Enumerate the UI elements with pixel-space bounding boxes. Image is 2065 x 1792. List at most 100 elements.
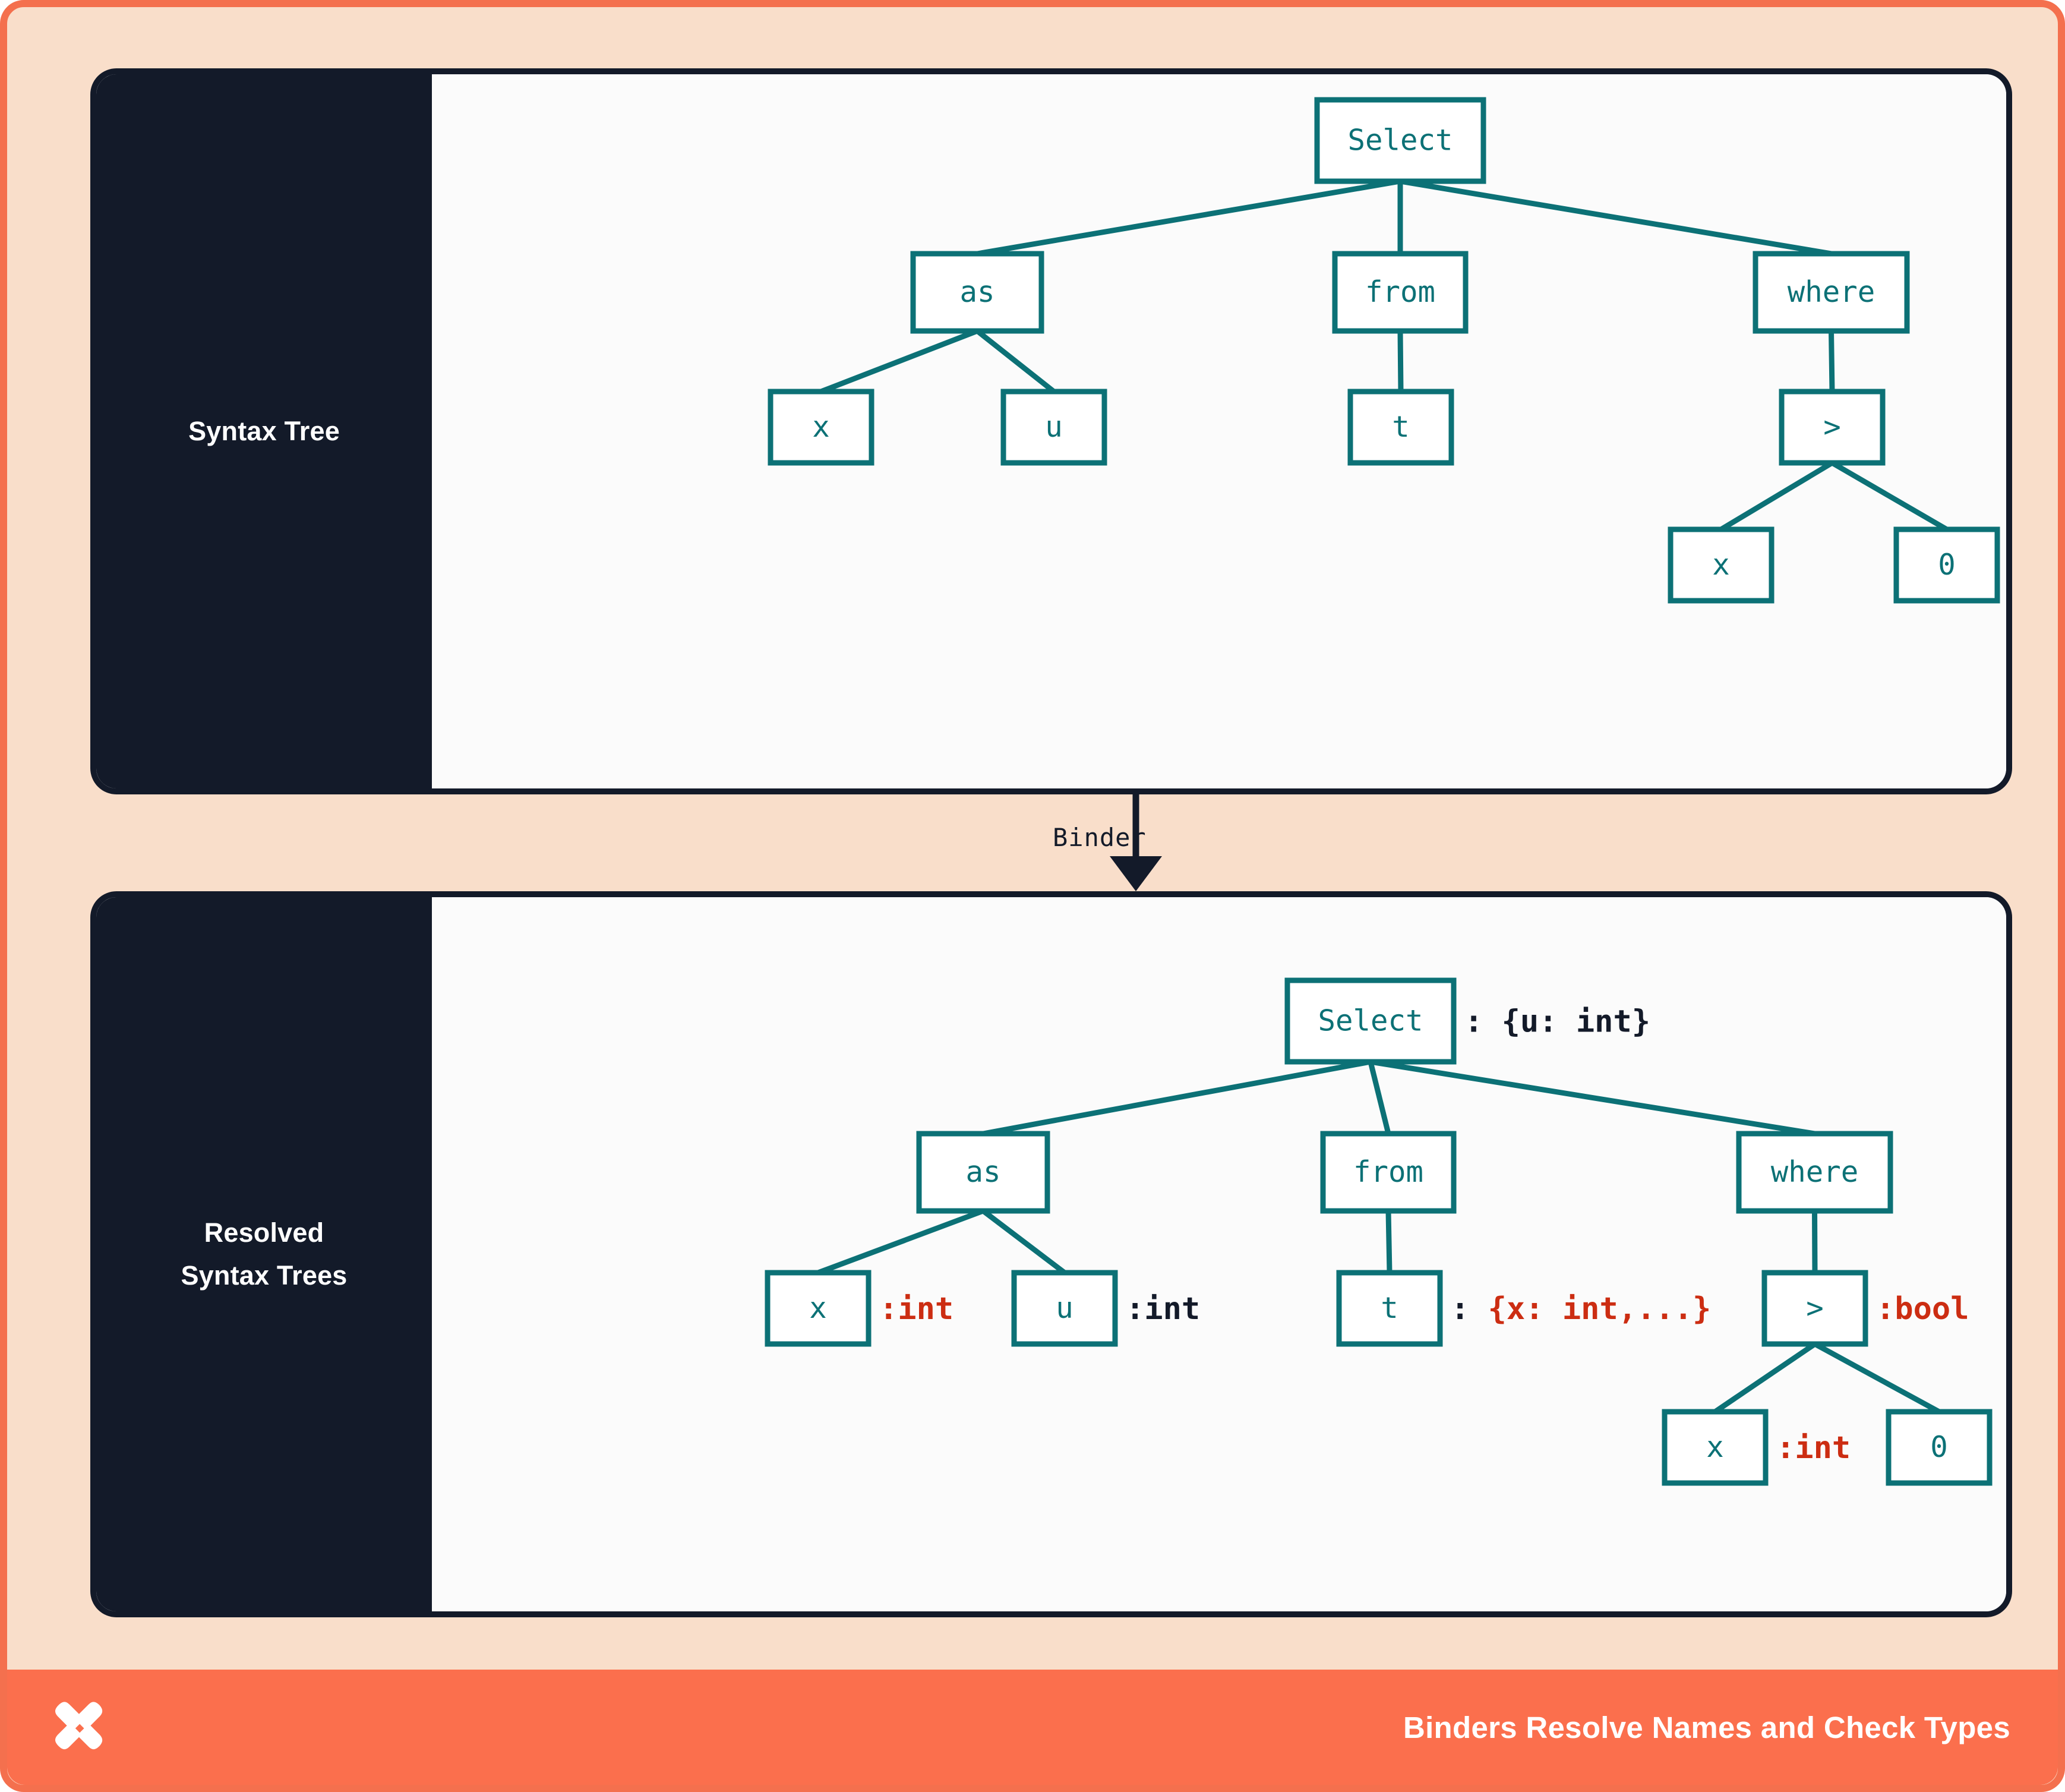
- tree-node[interactable]: x: [768, 389, 874, 466]
- tree-node[interactable]: 0 :int: [1886, 1409, 2012, 1486]
- tree-node[interactable]: u:int: [1011, 1270, 1200, 1347]
- tree-node[interactable]: 0: [1893, 526, 2000, 604]
- tree-edge: [1813, 1342, 1941, 1414]
- tree-node-label: from: [1365, 275, 1435, 309]
- tree-node-label: as: [965, 1155, 1000, 1189]
- tree-node-box: [1662, 1409, 1769, 1486]
- tree-edge: [977, 178, 1401, 257]
- tree-node-box: [1779, 389, 1886, 466]
- tree-node-label: 0: [1930, 1430, 1948, 1464]
- tree-node[interactable]: t: [1347, 389, 1454, 466]
- tree-node-label: u: [1045, 410, 1063, 444]
- tree-node-label: x: [812, 410, 830, 444]
- tree-node-label: Select: [1318, 1004, 1423, 1038]
- tree-edge: [1397, 330, 1404, 392]
- tree-edge: [983, 1059, 1371, 1137]
- tree-node[interactable]: where: [1736, 1131, 1893, 1214]
- tree-node-label: x: [809, 1291, 827, 1325]
- tree-node-box: [1000, 389, 1107, 466]
- binder-transition: Binder: [90, 794, 2012, 891]
- tree-node[interactable]: u: [1000, 389, 1107, 466]
- tree-node-label: x: [1706, 1430, 1724, 1464]
- tree-node-box: [1332, 251, 1469, 334]
- footer-caption: Binders Resolve Names and Check Types: [1403, 1710, 2010, 1744]
- tree-node-box: [1753, 251, 1910, 334]
- tree-node-box: [1886, 1409, 1993, 1486]
- tree-edge: [817, 1208, 984, 1276]
- tree-node-box: [1761, 1270, 1868, 1347]
- sidebar-label-resolved-syntax-trees: Resolved Syntax Trees: [96, 897, 432, 1611]
- tree-node[interactable]: where: [1753, 251, 1910, 334]
- tree-node-box: [1336, 1270, 1443, 1347]
- tree-edge: [1719, 460, 1834, 532]
- tree-node-label: as: [959, 275, 994, 309]
- tree-node[interactable]: Select: [1314, 97, 1486, 184]
- panel-title-syntax-tree: Syntax Tree: [188, 416, 340, 446]
- tree-node[interactable]: as: [916, 1131, 1050, 1214]
- tree-node-label: t: [1381, 1291, 1398, 1325]
- tree-node-label: where: [1771, 1155, 1859, 1189]
- tree-node-box: [910, 251, 1044, 334]
- tree-node-box: [1011, 1270, 1118, 1347]
- tree-edge: [1368, 1061, 1391, 1135]
- tree-node-type-annotation: :bool: [1876, 1291, 1969, 1327]
- tree-node-box: [1893, 526, 2000, 604]
- tree-node[interactable]: > :bool: [1761, 1270, 1969, 1347]
- tree-node-box: [768, 389, 874, 466]
- tree-node-label: t: [1392, 410, 1410, 444]
- panel-title-resolved-line2: Syntax Trees: [181, 1260, 348, 1291]
- tree-node-box: [1668, 526, 1774, 604]
- tree-edge: [1830, 460, 1949, 532]
- syntax-tree-canvas: Select as from where x u t > x 0: [432, 74, 2006, 788]
- tree-node-label: x: [1712, 548, 1730, 582]
- syntax-tree-graph: Select as from where x u t > x 0: [768, 97, 2000, 604]
- tree-node-type-annotation: :int: [879, 1291, 953, 1327]
- tree-edge: [1713, 1342, 1817, 1414]
- panel-title-resolved: Resolved Syntax Trees: [181, 1212, 347, 1297]
- tree-node[interactable]: Select : {u: int}: [1284, 977, 1650, 1065]
- tree-node[interactable]: >: [1779, 389, 1886, 466]
- tree-node[interactable]: as: [910, 251, 1044, 334]
- tree-node[interactable]: x :int: [765, 1270, 953, 1347]
- tree-node-box: [1347, 389, 1454, 466]
- tree-node-type-annotation: :int: [2000, 1430, 2012, 1466]
- tree-node-type-annotation: :int: [1126, 1291, 1200, 1327]
- tree-node-box: [1736, 1131, 1893, 1214]
- brand-x-logo-icon: [55, 1702, 103, 1750]
- footer-bar: Binders Resolve Names and Check Types: [7, 1670, 2058, 1785]
- tree-node[interactable]: from: [1320, 1131, 1457, 1214]
- tree-node-box: [1320, 1131, 1457, 1214]
- syntax-tree-card: Syntax Tree Select as from where x u t > x 0: [90, 68, 2012, 794]
- tree-edge: [981, 1209, 1066, 1275]
- binder-arrow-icon: [1110, 794, 1162, 891]
- tree-node-label: Select: [1347, 124, 1453, 157]
- tree-edge: [1370, 1059, 1815, 1137]
- tree-node-box: [1284, 977, 1457, 1065]
- tree-edge: [1385, 1210, 1393, 1273]
- tree-edge: [975, 329, 1056, 394]
- tree-node-label: from: [1353, 1155, 1423, 1189]
- tree-node-type-annotation: : {x: int,...}: [1451, 1291, 1711, 1327]
- tree-node-box: [916, 1131, 1050, 1214]
- tree-node-type-annotation: :int: [1776, 1430, 1851, 1466]
- resolved-syntax-trees-card: Resolved Syntax Trees Select : {u: int} as…: [90, 891, 2012, 1617]
- tree-edge: [820, 328, 978, 395]
- tree-node[interactable]: t : {x: int,...}: [1336, 1270, 1711, 1347]
- binder-label: Binder: [1053, 823, 1147, 852]
- panel-title-resolved-line1: Resolved: [204, 1217, 324, 1248]
- tree-node[interactable]: x :int: [1662, 1409, 1851, 1486]
- tree-node-box: [765, 1270, 872, 1347]
- tree-node-type-annotation: : {u: int}: [1464, 1004, 1650, 1040]
- sidebar-label-syntax-tree: Syntax Tree: [96, 74, 432, 788]
- tree-node-label: >: [1806, 1291, 1824, 1325]
- tree-edge: [1829, 330, 1835, 392]
- tree-node[interactable]: x: [1668, 526, 1774, 604]
- tree-node[interactable]: from: [1332, 251, 1469, 334]
- tree-node-label: 0: [1938, 548, 1956, 582]
- tree-node-label: >: [1823, 410, 1841, 444]
- tree-node-box: [1314, 97, 1486, 184]
- tree-node-label: where: [1788, 275, 1875, 309]
